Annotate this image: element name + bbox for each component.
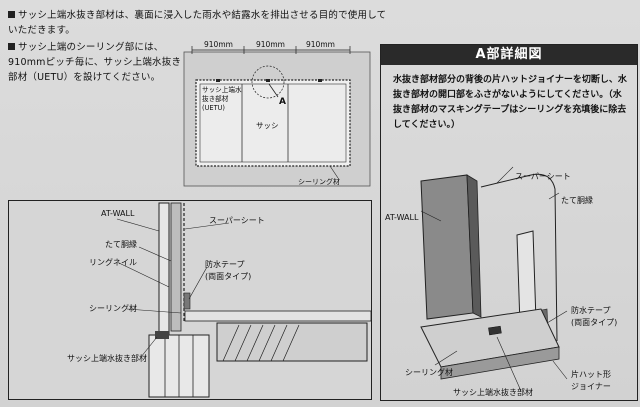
detail-label-joiner: 片ハット形	[571, 370, 611, 379]
section-label-at-wall: AT-WALL	[101, 209, 135, 218]
drain-part-section	[155, 331, 169, 339]
note-1: サッシ上端水抜き部材は、裏面に浸入した雨水や結露水を排出させる目的で使用していた…	[8, 8, 388, 38]
section-diagram: AT-WALL スーパーシート たて胴縁 リングネイル 防水テープ (両面タイプ…	[8, 200, 372, 400]
section-label-super-sheet: スーパーシート	[209, 216, 265, 225]
note-2-text: サッシ上端のシーリング部には、910mmピッチ毎に、サッシ上端水抜き部材（UET…	[8, 42, 182, 83]
sealing-label: シーリング材	[298, 177, 340, 186]
hatched-beam	[216, 322, 368, 362]
sash-label: サッシ	[256, 121, 279, 130]
detail-leader-lines	[420, 166, 568, 392]
callout-leader	[268, 83, 279, 98]
leader-lines	[116, 218, 230, 358]
at-wall-block-side	[466, 174, 482, 318]
detail-label-super-sheet: スーパーシート	[515, 172, 571, 181]
detail-label-at-wall: AT-WALL	[385, 213, 419, 222]
section-drawing	[116, 202, 371, 398]
bullet-square-icon	[8, 11, 15, 18]
section-label-tape-sub: (両面タイプ)	[205, 272, 252, 281]
callout-a: A	[279, 97, 286, 107]
sill-top	[184, 310, 371, 322]
at-wall-block	[420, 174, 474, 320]
section-label-drain-part: サッシ上端水抜き部材	[67, 354, 147, 363]
detail-description: 水抜き部材部分の背後の片ハットジョイナーを切断し、水抜き部材の開口部をふさがない…	[393, 75, 627, 130]
section-label-sealing: シーリング材	[89, 304, 137, 313]
super-sheet-curve	[480, 173, 558, 342]
hatch-lines	[222, 324, 300, 362]
dim-label-3: 910mm	[306, 40, 335, 49]
section-label-tape: 防水テープ	[205, 260, 245, 269]
note-1-text: サッシ上端水抜き部材は、裏面に浸入した雨水や結露水を排出させる目的で使用していた…	[8, 10, 387, 36]
dim-label-2: 910mm	[256, 40, 285, 49]
part-label: サッシ上端水抜き部材(UETU)	[202, 86, 242, 112]
dim-label-1: 910mm	[204, 40, 233, 49]
detail-a-circle	[251, 65, 285, 99]
drain-part-detail	[488, 325, 502, 336]
section-label-tate-dobuchi: たて胴縁	[105, 240, 137, 249]
detail-a-panel: A部詳細図 水抜き部材部分の背後の片ハットジョイナーを切断し、水抜き部材の開口部…	[380, 44, 638, 401]
sash-plan-diagram: 910mm 910mm 910mm A サッシ上端水抜き部材(UETU) サッシ…	[183, 40, 371, 187]
tate-dobuchi	[170, 202, 182, 332]
joiner	[440, 346, 560, 380]
detail-label-tate-dobuchi: たて胴縁	[561, 196, 593, 205]
dimension-line	[191, 46, 351, 54]
tape-block	[183, 292, 191, 310]
detail-label-tape-sub: (両面タイプ)	[571, 318, 618, 327]
sash-inner	[199, 83, 347, 163]
section-label-ring-nail: リングネイル	[89, 258, 137, 267]
bullet-square-icon	[8, 43, 15, 50]
sealing-leader	[329, 165, 339, 179]
detail-title: A部詳細図	[381, 45, 637, 65]
detail-label-sealing: シーリング材	[405, 368, 453, 377]
detail-label-tape: 防水テープ	[571, 306, 611, 315]
note-2: サッシ上端のシーリング部には、910mmピッチ毎に、サッシ上端水抜き部材（UET…	[8, 40, 186, 85]
drain-part-markers	[216, 79, 322, 82]
detail-label-drain-part: サッシ上端水抜き部材	[453, 388, 533, 397]
detail-drawing	[420, 166, 568, 392]
at-wall-panel	[158, 202, 170, 336]
detail-label-joiner-sub: ジョイナー	[571, 382, 611, 391]
